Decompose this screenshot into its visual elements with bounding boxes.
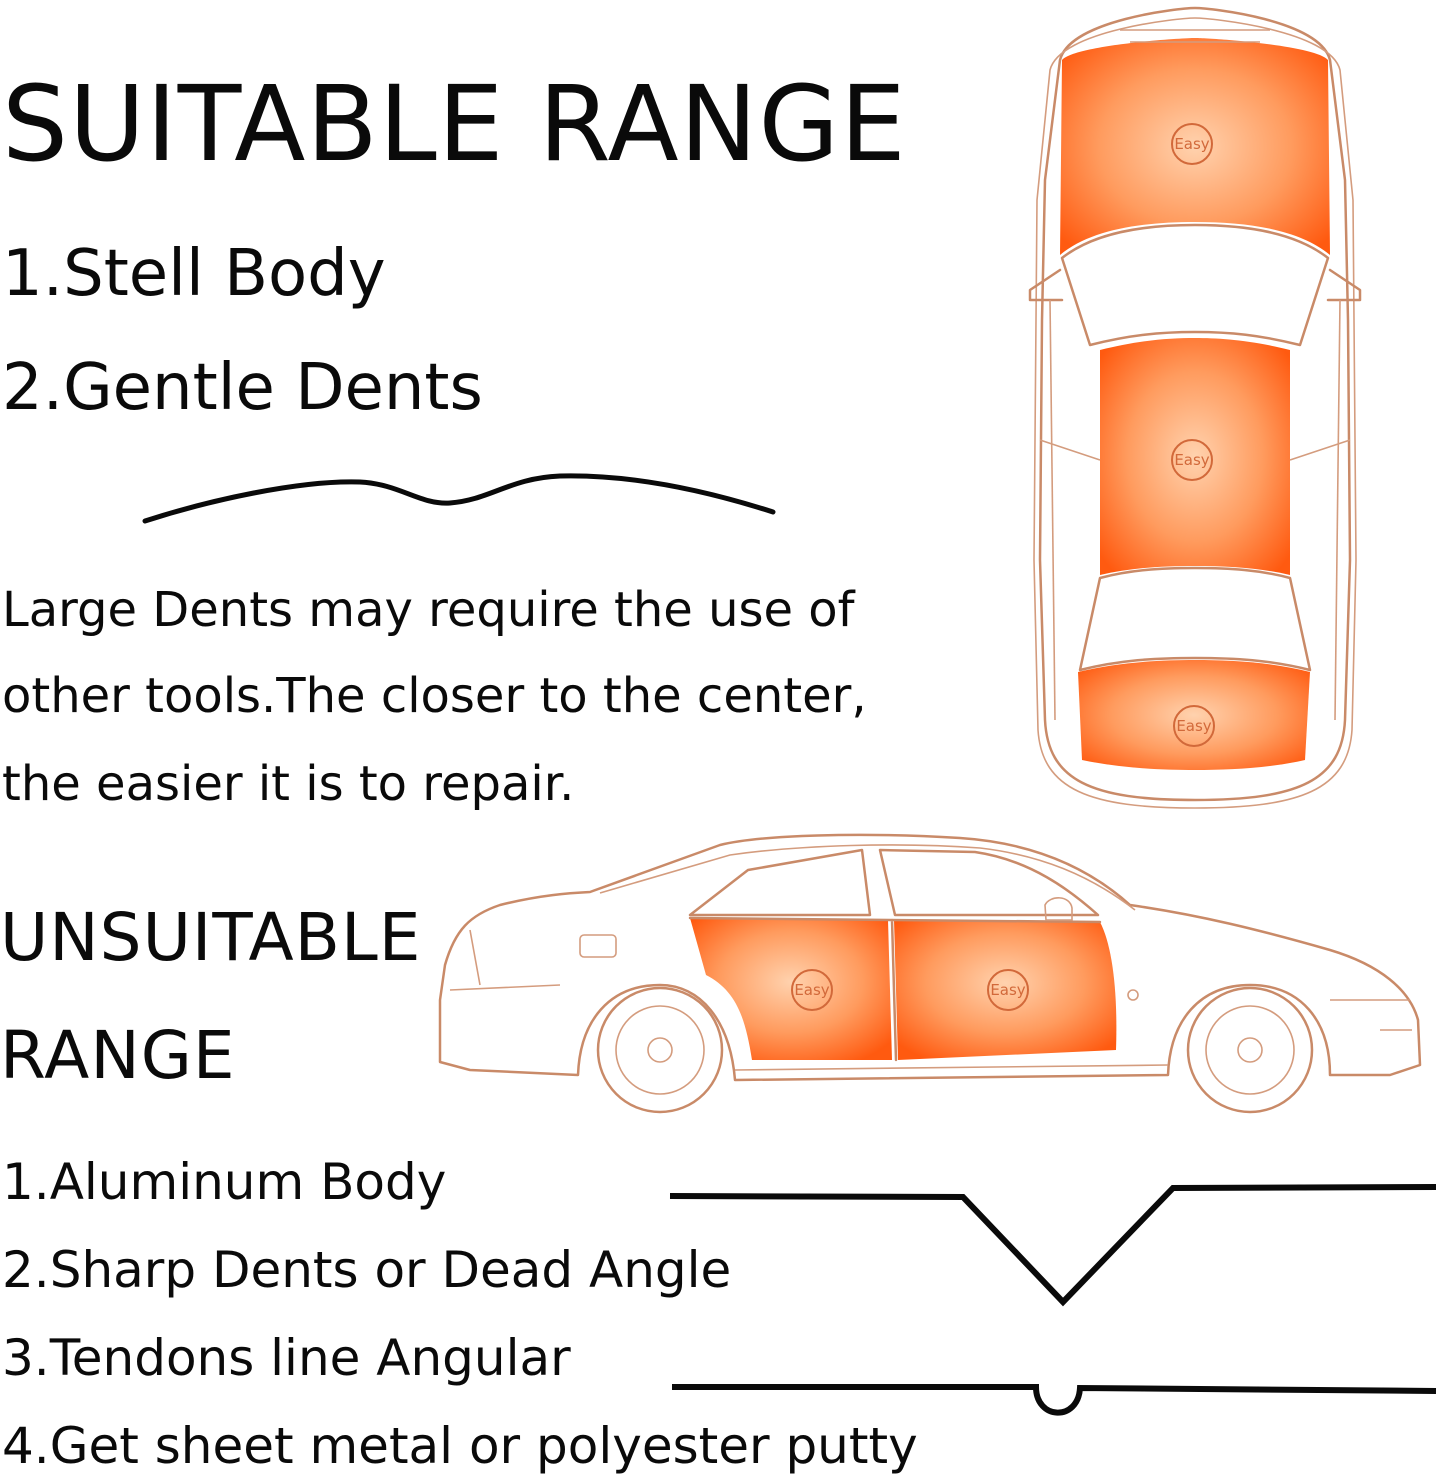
- easy-badge-hood: Easy: [1171, 123, 1213, 165]
- svg-text:Easy: Easy: [990, 981, 1025, 999]
- easy-badge-trunk: Easy: [1173, 705, 1215, 747]
- suitable-range-title: SUITABLE RANGE: [2, 63, 907, 185]
- easy-badge-roof: Easy: [1171, 439, 1213, 481]
- suitable-item-steel-body: 1.Stell Body: [2, 237, 386, 311]
- unsuitable-item-tendons-line: 3.Tendons line Angular: [2, 1329, 571, 1387]
- svg-text:Easy: Easy: [1176, 717, 1211, 735]
- easy-badge-rear-door: Easy: [791, 969, 833, 1011]
- front-door-highlight: [894, 920, 1117, 1060]
- rear-door-highlight: [690, 918, 892, 1060]
- note-line-3: the easier it is to repair.: [2, 756, 575, 812]
- suitable-item-gentle-dents: 2.Gentle Dents: [2, 351, 483, 425]
- note-line-2: other tools.The closer to the center,: [2, 668, 867, 724]
- unsuitable-item-sharp-dents: 2.Sharp Dents or Dead Angle: [2, 1241, 732, 1299]
- unsuitable-item-sheet-metal-putty: 4.Get sheet metal or polyester putty: [2, 1417, 918, 1475]
- svg-text:Easy: Easy: [794, 981, 829, 999]
- trunk-highlight: [1078, 660, 1310, 770]
- note-line-1: Large Dents may require the use of: [2, 582, 855, 638]
- unsuitable-item-aluminum-body: 1.Aluminum Body: [2, 1153, 447, 1211]
- easy-badge-front-door: Easy: [987, 969, 1029, 1011]
- roof-highlight: [1100, 338, 1290, 575]
- unsuitable-range-title-line-2: RANGE: [0, 1017, 236, 1094]
- svg-text:Easy: Easy: [1174, 135, 1209, 153]
- hood-highlight: [1060, 38, 1330, 255]
- unsuitable-range-title-line-1: UNSUITABLE: [0, 899, 422, 976]
- svg-text:Easy: Easy: [1174, 451, 1209, 469]
